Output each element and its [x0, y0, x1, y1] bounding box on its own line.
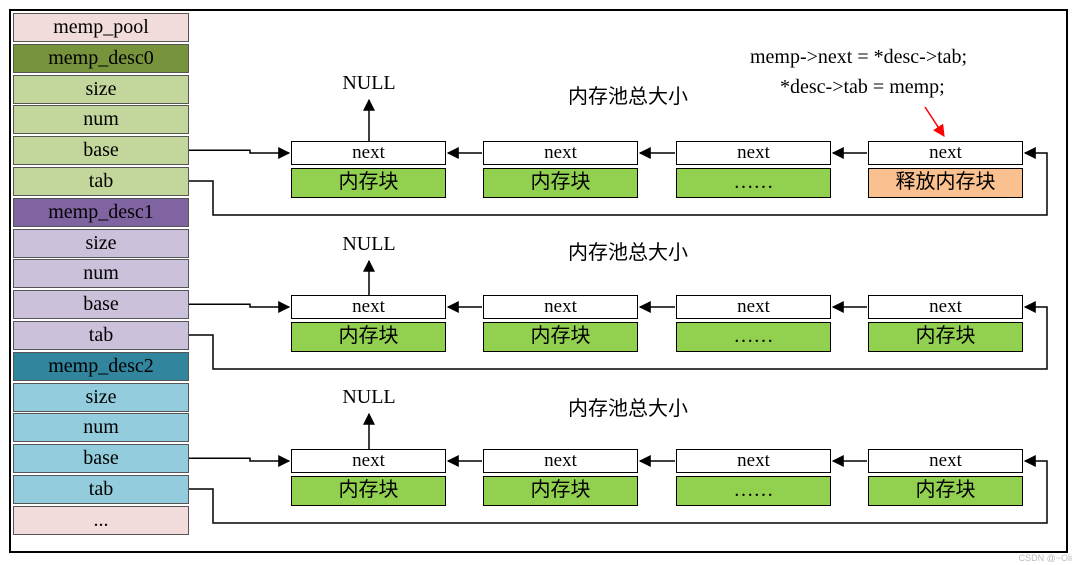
- node-next-r1-n3: next: [868, 295, 1023, 319]
- pool-cell-0: memp_pool: [13, 13, 189, 42]
- node-next-r1-n2: next: [676, 295, 831, 319]
- tab-pointer-r2: [189, 455, 1048, 524]
- node-next-r0-n0: next: [291, 141, 446, 165]
- base-pointer-r2: [189, 455, 291, 467]
- base-pointer-r0: [189, 147, 291, 159]
- annotation-line-1: memp->next = *desc->tab;: [750, 46, 968, 68]
- diagram-frame: [9, 9, 1068, 553]
- pool-cell-3: num: [13, 105, 189, 135]
- tab-pointer-r0: [189, 147, 1048, 216]
- pool-cell-5: tab: [13, 167, 189, 196]
- pool-cell-4: base: [13, 136, 189, 166]
- node-next-r2-n3: next: [868, 449, 1023, 473]
- node-next-r2-n0: next: [291, 449, 446, 473]
- tab-pointer-r1: [189, 301, 1048, 370]
- pool-cell-8: num: [13, 259, 189, 289]
- node-next-r1-n1: next: [483, 295, 638, 319]
- memory-block-r1-n1: 内存块: [483, 322, 638, 352]
- pool-cell-7: size: [13, 228, 189, 258]
- memory-block-r0-n2: ……: [676, 168, 831, 198]
- node-next-r0-n1: next: [483, 141, 638, 165]
- pool-cell-1: memp_desc0: [13, 43, 189, 73]
- memory-block-r2-n0: 内存块: [291, 476, 446, 506]
- pool-size-label-r0: 内存池总大小: [568, 86, 688, 108]
- pool-cell-14: base: [13, 444, 189, 474]
- node-next-r0-n3: next: [868, 141, 1023, 165]
- null-label-r0: NULL: [342, 72, 396, 94]
- watermark: CSDN @~Oli: [1018, 553, 1072, 563]
- annotation-line-2: *desc->tab = memp;: [780, 76, 945, 98]
- null-label-r1: NULL: [342, 233, 396, 255]
- memory-block-r2-n3: 内存块: [868, 476, 1023, 506]
- pool-cell-12: size: [13, 382, 189, 412]
- pool-cell-13: num: [13, 413, 189, 443]
- memory-block-r0-n0: 内存块: [291, 168, 446, 198]
- memory-block-r1-n0: 内存块: [291, 322, 446, 352]
- memory-block-r0-n3: 释放内存块: [868, 168, 1023, 198]
- pool-cell-6: memp_desc1: [13, 197, 189, 227]
- pool-size-label-r1: 内存池总大小: [568, 242, 688, 264]
- pool-cell-10: tab: [13, 321, 189, 350]
- pool-cell-16: ...: [13, 505, 189, 535]
- node-next-r1-n0: next: [291, 295, 446, 319]
- memory-block-r2-n2: ……: [676, 476, 831, 506]
- annotation-arrow: [924, 106, 945, 138]
- pool-cell-15: tab: [13, 475, 189, 504]
- null-label-r2: NULL: [342, 386, 396, 408]
- memory-block-r1-n3: 内存块: [868, 322, 1023, 352]
- node-next-r0-n2: next: [676, 141, 831, 165]
- base-pointer-r1: [189, 301, 291, 313]
- node-next-r2-n1: next: [483, 449, 638, 473]
- pool-cell-11: memp_desc2: [13, 351, 189, 381]
- pool-size-label-r2: 内存池总大小: [568, 398, 688, 420]
- memory-block-r0-n1: 内存块: [483, 168, 638, 198]
- memory-block-r1-n2: ……: [676, 322, 831, 352]
- node-next-r2-n2: next: [676, 449, 831, 473]
- pool-cell-9: base: [13, 290, 189, 320]
- memory-block-r2-n1: 内存块: [483, 476, 638, 506]
- pool-cell-2: size: [13, 74, 189, 104]
